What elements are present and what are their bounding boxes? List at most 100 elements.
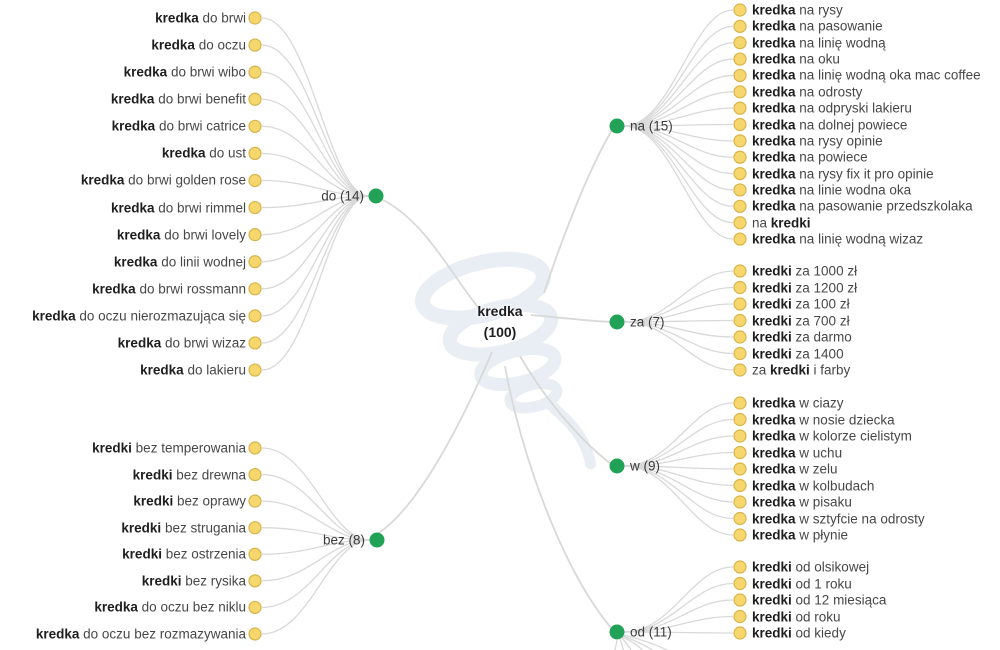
leaf-node-circle[interactable]: [733, 232, 747, 246]
leaf-node-circle[interactable]: [733, 3, 747, 17]
branch-node-circle[interactable]: [368, 188, 384, 204]
leaf-node-circle[interactable]: [733, 150, 747, 164]
keyword-label[interactable]: kredki bez ostrzenia: [122, 547, 246, 562]
keyword-label[interactable]: kredki od olsikowej: [752, 560, 869, 574]
leaf-node-circle[interactable]: [733, 216, 747, 230]
leaf-node-circle[interactable]: [733, 36, 747, 50]
keyword-label[interactable]: kredka w sztyfcie na odrosty: [752, 512, 925, 526]
leaf-node-circle[interactable]: [733, 511, 747, 526]
leaf-node-circle[interactable]: [248, 92, 262, 106]
keyword-label[interactable]: kredka na rysy fix it pro opinie: [752, 167, 934, 181]
leaf-node-circle[interactable]: [733, 429, 747, 443]
keyword-label[interactable]: kredki za 1000 zł: [752, 264, 857, 278]
leaf-node-circle[interactable]: [733, 134, 747, 148]
keyword-label[interactable]: kredki od kiedy: [752, 626, 846, 640]
branch-label-za[interactable]: za (7): [630, 314, 665, 330]
leaf-node-circle[interactable]: [248, 255, 262, 269]
keyword-label[interactable]: kredka do oczu nierozmazująca się: [32, 309, 246, 323]
keyword-label[interactable]: kredka na rysy opinie: [752, 134, 883, 148]
keyword-label[interactable]: kredki od 12 miesiąca: [752, 593, 886, 607]
keyword-label[interactable]: za kredki i farby: [752, 363, 850, 377]
center-node-label[interactable]: kredka (100): [477, 301, 522, 343]
leaf-node-circle[interactable]: [733, 346, 747, 361]
keyword-label[interactable]: kredka na oku: [752, 52, 840, 66]
leaf-node-circle[interactable]: [733, 445, 747, 460]
keyword-label[interactable]: kredka na linię wodną wizaz: [752, 232, 923, 246]
leaf-node-circle[interactable]: [248, 441, 262, 455]
leaf-node-circle[interactable]: [248, 627, 262, 641]
leaf-node-circle[interactable]: [248, 173, 262, 188]
keyword-label[interactable]: kredka w płynie: [752, 528, 848, 542]
leaf-node-circle[interactable]: [248, 38, 262, 52]
keyword-label[interactable]: kredka do brwi golden rose: [81, 173, 246, 188]
keyword-label[interactable]: kredki bez temperowania: [92, 441, 246, 455]
leaf-node-circle[interactable]: [248, 600, 262, 615]
leaf-node-circle[interactable]: [248, 467, 262, 482]
leaf-node-circle[interactable]: [248, 336, 262, 350]
keyword-label[interactable]: kredki bez drewna: [133, 468, 246, 482]
keyword-label[interactable]: kredka do ust: [162, 146, 246, 161]
leaf-node-circle[interactable]: [248, 119, 262, 133]
leaf-node-circle[interactable]: [248, 200, 262, 215]
leaf-node-circle[interactable]: [733, 528, 747, 542]
leaf-node-circle[interactable]: [733, 462, 747, 476]
leaf-node-circle[interactable]: [733, 52, 747, 66]
leaf-node-circle[interactable]: [733, 495, 747, 509]
keyword-label[interactable]: kredki bez rysika: [142, 574, 246, 588]
keyword-label[interactable]: kredka do brwi rimmel: [111, 201, 246, 215]
keyword-label[interactable]: kredki od 1 roku: [752, 577, 852, 591]
keyword-label[interactable]: kredki za 1200 zł: [752, 281, 857, 295]
keyword-label[interactable]: kredki za darmo: [752, 330, 852, 344]
leaf-node-circle[interactable]: [733, 264, 747, 278]
keyword-label[interactable]: kredki od roku: [752, 610, 841, 624]
leaf-node-circle[interactable]: [733, 183, 747, 197]
leaf-node-circle[interactable]: [733, 297, 747, 311]
leaf-node-circle[interactable]: [733, 609, 747, 624]
keyword-label[interactable]: kredka do brwi lovely: [117, 228, 246, 242]
keyword-label[interactable]: kredka na pasowanie: [752, 19, 883, 34]
keyword-label[interactable]: kredka do brwi catrice: [112, 119, 246, 134]
keyword-label[interactable]: kredki za 1400: [752, 347, 844, 361]
keyword-label[interactable]: kredka w ciazy: [752, 396, 844, 410]
keyword-label[interactable]: kredka do lakieru: [140, 363, 246, 377]
keyword-label[interactable]: kredka do brwi rossmann: [92, 282, 246, 296]
keyword-label[interactable]: kredka w zelu: [752, 462, 838, 476]
keyword-label[interactable]: kredka do brwi wizaz: [118, 336, 246, 350]
keyword-label[interactable]: kredka na linię wodną: [752, 36, 886, 50]
keyword-label[interactable]: kredki za 100 zł: [752, 297, 850, 311]
leaf-node-circle[interactable]: [248, 363, 262, 377]
leaf-node-circle[interactable]: [733, 68, 747, 83]
keyword-label[interactable]: kredka w kolbudach: [752, 479, 874, 493]
leaf-node-circle[interactable]: [733, 412, 747, 427]
keyword-label[interactable]: kredka na linię wodną oka mac coffee: [752, 68, 981, 83]
keyword-label[interactable]: kredka na odrosty: [752, 85, 862, 99]
leaf-node-circle[interactable]: [733, 363, 747, 377]
keyword-label[interactable]: kredka na powiece: [752, 150, 868, 164]
leaf-node-circle[interactable]: [733, 593, 747, 607]
keyword-label[interactable]: kredki bez oprawy: [133, 494, 246, 508]
keyword-label[interactable]: kredka do brwi benefit: [111, 92, 246, 106]
keyword-label[interactable]: kredka do oczu: [151, 38, 246, 52]
branch-label-bez[interactable]: bez (8): [322, 532, 365, 548]
leaf-node-circle[interactable]: [248, 228, 262, 242]
keyword-label[interactable]: kredka w kolorze cielistym: [752, 429, 912, 443]
leaf-node-circle[interactable]: [248, 547, 262, 561]
keyword-label[interactable]: kredka do oczu bez rozmazywania: [36, 627, 246, 641]
leaf-node-circle[interactable]: [248, 521, 262, 535]
leaf-node-circle[interactable]: [733, 167, 747, 181]
keyword-label[interactable]: kredka do brwi: [155, 11, 246, 25]
branch-label-w[interactable]: w (9): [630, 458, 660, 474]
leaf-node-circle[interactable]: [733, 396, 747, 410]
branch-node-circle[interactable]: [369, 532, 385, 548]
leaf-node-circle[interactable]: [733, 280, 747, 295]
branch-label-na[interactable]: na (15): [630, 118, 673, 134]
keyword-label[interactable]: kredki za 700 zł: [752, 314, 850, 328]
leaf-node-circle[interactable]: [733, 478, 747, 493]
branch-label-do[interactable]: do (14): [321, 188, 364, 204]
keyword-label[interactable]: kredki bez strugania: [121, 521, 246, 535]
leaf-node-circle[interactable]: [248, 11, 262, 25]
leaf-node-circle[interactable]: [733, 313, 747, 328]
keyword-label[interactable]: kredka w nosie dziecka: [752, 413, 895, 427]
leaf-node-circle[interactable]: [248, 282, 262, 296]
branch-node-circle[interactable]: [609, 118, 625, 134]
